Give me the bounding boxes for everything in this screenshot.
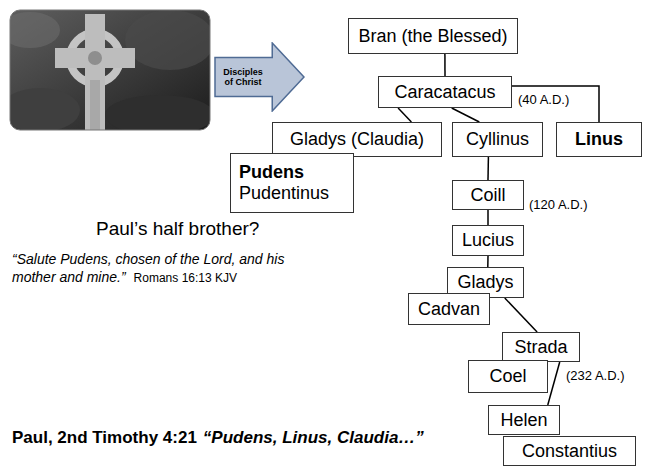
ancestor-box: Helen — [488, 405, 560, 435]
person-name: Constantius — [522, 441, 617, 462]
lineage-line — [548, 362, 560, 405]
ancestor-box: Bran (the Blessed) — [348, 18, 518, 54]
quote-block: “Salute Pudens, chosen of the Lord, and … — [12, 250, 312, 286]
person-name: Linus — [575, 129, 623, 150]
person-name: Pudentinus — [239, 183, 329, 204]
person-name: Pudens — [239, 162, 304, 183]
date-note: (120 A.D.) — [529, 197, 588, 213]
scripture-reference: Paul, 2nd Timothy 4:21 — [12, 428, 197, 447]
ancestor-box: Caracatacus — [378, 76, 512, 108]
lineage-line — [487, 157, 489, 180]
scripture-reference: Romans 16:13 KJV — [134, 271, 237, 285]
date-note: (232 A.D.) — [566, 368, 625, 384]
ancestor-box: Gladys (Claudia) — [272, 122, 442, 157]
spouse-box: PudensPudentinus — [230, 153, 354, 213]
lineage-line — [444, 54, 446, 76]
ancestor-box: Lucius — [452, 225, 524, 256]
lineage-line — [452, 108, 480, 122]
lineage-line — [487, 210, 489, 225]
person-name: Coel — [489, 366, 526, 387]
photo-content — [10, 10, 210, 130]
person-name: Disciples of Christ — [218, 67, 268, 88]
lineage-line — [487, 256, 489, 267]
person-name: Strada — [514, 337, 567, 358]
ancestor-box: Strada — [502, 332, 580, 362]
block-arrow: Disciples of Christ — [214, 42, 305, 112]
person-name: Helen — [500, 410, 547, 431]
question-note: Paul’s half brother? — [96, 218, 259, 241]
ancestor-box: Coill — [452, 180, 524, 210]
ancestor-box: Linus — [556, 122, 642, 157]
lineage-line — [505, 298, 537, 332]
reference-line: Paul, 2nd Timothy 4:21 “Pudens, Linus, Cl… — [12, 428, 492, 448]
date-note: (40 A.D.) — [518, 92, 569, 108]
spouse-box: Cadvan — [408, 293, 490, 325]
person-name: Gladys (Claudia) — [290, 129, 424, 150]
person-name: Caracatacus — [394, 82, 495, 103]
person-name: Coill — [470, 185, 505, 206]
scripture-quote: “Pudens, Linus, Claudia…” — [203, 428, 424, 447]
ancestor-box: Cyllinus — [452, 122, 543, 157]
lineage-line — [512, 86, 599, 122]
person-name: Cyllinus — [466, 129, 529, 150]
descendant-box: Constantius — [503, 436, 636, 466]
lineage-line — [398, 108, 411, 122]
person-name: Cadvan — [418, 299, 480, 320]
person-name: Gladys — [457, 272, 513, 293]
arrow-shape — [215, 43, 304, 111]
person-name: Lucius — [462, 230, 514, 251]
person-name: Bran (the Blessed) — [358, 26, 507, 47]
spouse-box: Coel — [468, 360, 548, 393]
